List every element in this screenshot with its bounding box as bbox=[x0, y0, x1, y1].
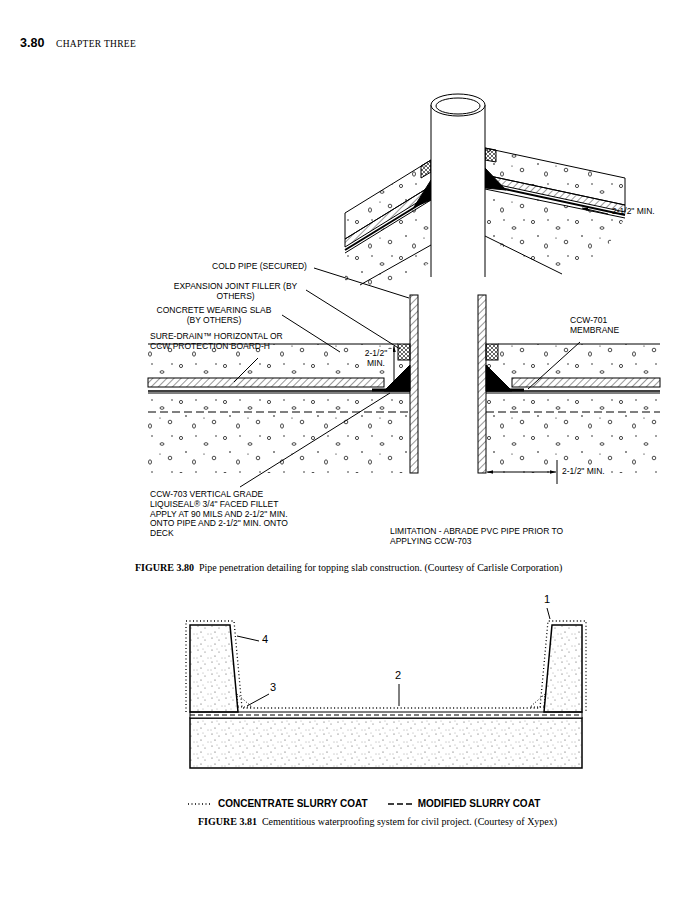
deck-dashed-line bbox=[486, 412, 660, 413]
swatch-line bbox=[388, 803, 412, 804]
membrane-line bbox=[486, 390, 660, 392]
deck-top bbox=[486, 393, 660, 394]
fillet bbox=[485, 168, 506, 190]
liquiseal bbox=[372, 389, 410, 392]
protection-board bbox=[512, 378, 660, 387]
callout-number: 4 bbox=[262, 633, 268, 646]
fillet bbox=[384, 365, 410, 391]
part-label: CONCRETE WEARING SLAB (BY OTHERS) bbox=[150, 306, 278, 326]
fillet bbox=[530, 694, 545, 707]
concentrate-coat bbox=[186, 621, 586, 712]
leader-line bbox=[306, 290, 400, 349]
leader-line bbox=[399, 684, 400, 706]
cementitious-system bbox=[186, 608, 586, 768]
extension-line bbox=[557, 460, 558, 484]
protection-board bbox=[345, 186, 431, 247]
leader-line bbox=[234, 358, 258, 382]
liquiseal bbox=[486, 389, 524, 392]
part-label: EXPANSION JOINT FILLER (BY OTHERS) bbox=[168, 282, 303, 302]
note: CCW-703 VERTICAL GRADE LIQUISEAL® 3/4" F… bbox=[150, 490, 290, 539]
wall bbox=[544, 625, 582, 712]
wearing-slab bbox=[486, 344, 660, 378]
pipe-wall bbox=[485, 105, 486, 277]
part-label: SURE-DRAIN™ HORIZONTAL OR CCW PROTECTION… bbox=[150, 332, 300, 352]
legend-swatch bbox=[386, 799, 414, 809]
callout-number: 3 bbox=[270, 681, 276, 694]
legend-swatch bbox=[186, 799, 214, 809]
legend-text: CONCENTRATE SLURRY COAT bbox=[218, 798, 368, 809]
swatch-line bbox=[188, 803, 212, 805]
dimension-label: 2-1/2" MIN. bbox=[612, 207, 655, 217]
section-view bbox=[148, 268, 660, 487]
legend-text: MODIFIED SLURRY COAT bbox=[418, 798, 541, 809]
leader-line bbox=[547, 608, 550, 619]
leader-line bbox=[237, 636, 259, 641]
pipe-wall bbox=[410, 295, 418, 473]
wall bbox=[190, 625, 238, 712]
figure-caption: Cementitious waterproofing system for ci… bbox=[262, 816, 557, 828]
deck-top bbox=[148, 393, 410, 394]
leader-line bbox=[528, 342, 580, 389]
deck-bottom-edge bbox=[485, 236, 562, 274]
expansion-joint bbox=[485, 148, 496, 162]
slab-top bbox=[498, 344, 660, 345]
chapter-heading: CHAPTER THREE bbox=[56, 39, 136, 50]
dimension-label: 2-1/2" MIN. bbox=[359, 349, 393, 369]
legend: CONCENTRATE SLURRY COAT MODIFIED SLURRY C… bbox=[186, 798, 558, 809]
figure-number: FIGURE 3.80 bbox=[135, 562, 194, 574]
dimension-leader bbox=[582, 208, 608, 214]
leader-line bbox=[247, 694, 269, 706]
pipe-bore bbox=[436, 98, 480, 114]
pipe-top bbox=[431, 94, 485, 116]
expansion-joint bbox=[398, 344, 410, 360]
dimension-line bbox=[394, 346, 395, 389]
leader-line bbox=[240, 393, 390, 487]
note: LIMITATION - ABRADE PVC PIPE PRIOR TO AP… bbox=[390, 527, 605, 547]
pipe-wall bbox=[431, 105, 432, 277]
deck-top-edge bbox=[485, 189, 625, 218]
callout-number: 1 bbox=[544, 593, 550, 606]
page-number: 3.80 bbox=[20, 36, 44, 50]
modified-coat bbox=[190, 715, 582, 716]
leader-line bbox=[314, 268, 409, 298]
deck-bottom-edge bbox=[360, 245, 431, 285]
pipe-wall bbox=[478, 295, 486, 473]
membrane-line bbox=[148, 390, 410, 392]
expansion-joint bbox=[486, 344, 498, 360]
legend-item: MODIFIED SLURRY COAT bbox=[386, 798, 541, 809]
protection-board bbox=[148, 378, 384, 387]
leader-line bbox=[282, 315, 340, 352]
figure-number: FIGURE 3.81 bbox=[198, 816, 257, 828]
legend-item: CONCENTRATE SLURRY COAT bbox=[186, 798, 368, 809]
coating-band bbox=[190, 712, 582, 718]
part-label: COLD PIPE (SECURED) bbox=[212, 262, 307, 272]
expansion-joint bbox=[421, 160, 431, 178]
dimension-label: 2-1/2" MIN. bbox=[561, 467, 606, 477]
isometric-view bbox=[345, 94, 625, 285]
fillet bbox=[414, 180, 431, 207]
deck-dashed-line bbox=[148, 412, 410, 413]
figure-caption: Pipe penetration detailing for topping s… bbox=[199, 562, 563, 574]
callout-number: 2 bbox=[395, 669, 401, 682]
fillet bbox=[486, 365, 512, 391]
dimension-line bbox=[487, 472, 556, 473]
deck-concrete bbox=[486, 393, 660, 473]
deck-top-edge bbox=[345, 200, 431, 253]
membrane-line bbox=[345, 201, 425, 250]
pipe-body bbox=[431, 105, 485, 277]
base-slab bbox=[190, 718, 582, 768]
membrane-line bbox=[491, 186, 625, 215]
part-label: CCW-701 MEMBRANE bbox=[570, 316, 628, 336]
